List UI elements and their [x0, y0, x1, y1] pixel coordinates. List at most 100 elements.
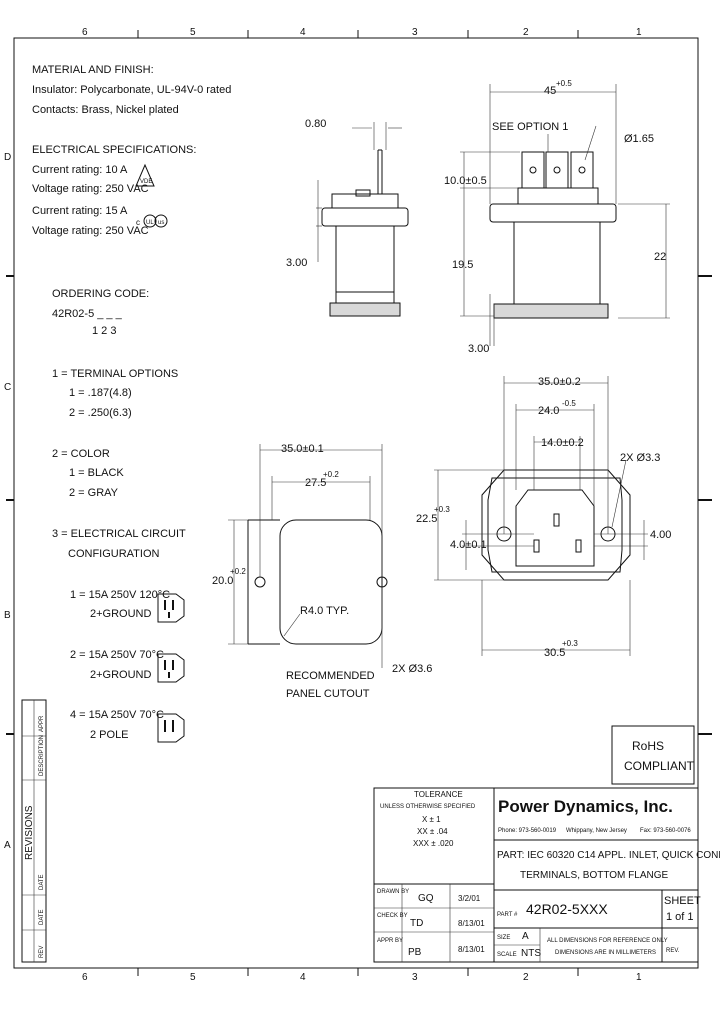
dim-22-5-tol: +0.3: [434, 505, 450, 514]
zone-bottom-2: 2: [523, 972, 529, 983]
ordering-title: ORDERING CODE:: [52, 288, 149, 300]
rev-col-rev: REV: [39, 946, 45, 958]
circuit-title: 3 = ELECTRICAL CIRCUIT: [52, 528, 186, 540]
see-option-note: SEE OPTION 1: [492, 121, 568, 133]
rev-label: REV.: [666, 948, 680, 954]
zone-top-1: 1: [636, 27, 642, 38]
size-label: SIZE: [497, 935, 510, 941]
dim-19-5: 19.5: [452, 259, 473, 271]
tol-xxx: XXX ± .020: [413, 839, 454, 848]
dim-dia-1-65: Ø1.65: [624, 133, 654, 145]
dim-3-00-side: 3.00: [286, 257, 307, 269]
dim-dia-3-6: 2X Ø3.6: [392, 663, 432, 675]
config-1-receptacle-icon: [157, 593, 185, 623]
dim-45-tol: +0.5: [556, 79, 572, 88]
sheet-label: SHEET: [664, 895, 701, 907]
company-name: Power Dynamics, Inc.: [498, 797, 673, 816]
zone-left-c: C: [4, 382, 11, 393]
svg-text:c: c: [136, 218, 140, 227]
title-block-grid: [373, 787, 699, 963]
dim-14-0: 14.0±0.2: [541, 437, 584, 449]
material-title: MATERIAL AND FINISH:: [32, 64, 154, 76]
notes-block: MATERIAL AND FINISH: Insulator: Polycarb…: [32, 64, 231, 741]
part-description-2: TERMINALS, BOTTOM FLANGE: [520, 870, 668, 881]
scale-label: SCALE: [497, 952, 517, 958]
dim-22-5: 22.5: [416, 513, 437, 525]
config-4-line2: 2 POLE: [90, 729, 129, 741]
part-number-label: PART #: [497, 912, 518, 918]
tol-xx: XX ± .04: [417, 827, 448, 836]
zone-bottom-6: 6: [82, 972, 88, 983]
zone-bottom-5: 5: [190, 972, 196, 983]
drawn-date: 3/2/01: [458, 894, 481, 903]
radius-note: R4.0 TYP.: [300, 605, 349, 617]
ul-cert-icon: c UL us: [136, 214, 168, 228]
terminal-option-1: 1 = .187(4.8): [69, 387, 132, 399]
dimension-note-2: DIMENSIONS ARE IN MILLIMETERS: [555, 950, 656, 956]
zone-bottom-4: 4: [300, 972, 306, 983]
tol-x: X ± 1: [422, 815, 441, 824]
zone-top-3: 3: [412, 27, 418, 38]
ordering-positions: 1 2 3: [92, 325, 116, 337]
front-elevation-view: [460, 84, 670, 346]
dim-45: 45: [544, 85, 556, 97]
tolerance-sub: UNLESS OTHERWISE SPECIFIED: [380, 804, 476, 810]
size-value: A: [522, 931, 529, 942]
zone-top-2: 2: [523, 27, 529, 38]
dim-30-5-tol: +0.3: [562, 639, 578, 648]
revisions-strip: [21, 699, 47, 963]
dimension-note-1: ALL DIMENSIONS FOR REFERENCE ONLY: [547, 938, 668, 944]
dim-20-0: 20.0: [212, 575, 233, 587]
appr-label: APPR BY: [377, 938, 403, 944]
rohs-box: [611, 725, 695, 785]
svg-text:VDE: VDE: [140, 179, 152, 185]
cert-triangle-icon: VDE: [135, 163, 155, 187]
company-city: Whippany, New Jersey: [566, 828, 627, 834]
zone-top-4: 4: [300, 27, 306, 38]
config-4-receptacle-icon: [157, 713, 185, 743]
zone-left-a: A: [4, 840, 11, 851]
dim-27-5: 27.5: [305, 477, 326, 489]
config-4-line1: 4 = 15A 250V 70°C: [70, 709, 164, 721]
rohs-line2: COMPLIANT: [624, 759, 695, 773]
check-date: 8/13/01: [458, 919, 485, 928]
recommended-label: RECOMMENDED: [286, 670, 375, 682]
color-option-1: 1 = BLACK: [69, 467, 124, 479]
color-option-2: 2 = GRAY: [69, 487, 119, 499]
check-by: TD: [410, 918, 423, 929]
plan-view: [434, 376, 648, 656]
dim-27-5-tol: +0.2: [323, 470, 339, 479]
contacts-note: Contacts: Brass, Nickel plated: [32, 104, 179, 116]
tolerance-title: TOLERANCE: [414, 790, 463, 799]
zone-left-d: D: [4, 152, 11, 163]
frame-border: [13, 37, 699, 969]
company-fax: Fax: 973-560-0076: [640, 828, 691, 834]
circuit-title-2: CONFIGURATION: [68, 548, 160, 560]
current-rating-2: Current rating: 15 A: [32, 205, 128, 217]
dim-35-0-cutout: 35.0±0.1: [281, 443, 324, 455]
panel-cutout-view: [228, 444, 388, 668]
dim-35-0-plan: 35.0±0.2: [538, 376, 581, 388]
part-number: 42R02-5XXX: [526, 901, 608, 917]
dim-dia-3-3: 2X Ø3.3: [620, 452, 660, 464]
voltage-rating-1: Voltage rating: 250 VAC: [32, 183, 149, 195]
rev-col-date-1: DATE: [39, 874, 45, 890]
zone-ticks: [6, 30, 712, 976]
zone-top-6: 6: [82, 27, 88, 38]
company-phone: Phone: 973-560-0019: [498, 828, 557, 834]
dim-20-0-tol: +0.2: [230, 567, 246, 576]
svg-text:UL: UL: [146, 220, 154, 226]
part-description-1: PART: IEC 60320 C14 APPL. INLET, QUICK C…: [497, 850, 720, 861]
config-1-line2: 2+GROUND: [90, 608, 151, 620]
rohs-line1: RoHS: [632, 739, 664, 753]
config-2-line2: 2+GROUND: [90, 669, 151, 681]
dim-24-0-tol: -0.5: [562, 399, 576, 408]
svg-text:us: us: [158, 220, 164, 226]
zone-top-5: 5: [190, 27, 196, 38]
elec-title: ELECTRICAL SPECIFICATIONS:: [32, 144, 196, 156]
dim-30-5: 30.5: [544, 647, 565, 659]
rev-col-date-2: DATE: [39, 909, 45, 925]
revisions-title: REVISIONS: [24, 805, 35, 860]
panel-cutout-label: PANEL CUTOUT: [286, 688, 370, 700]
